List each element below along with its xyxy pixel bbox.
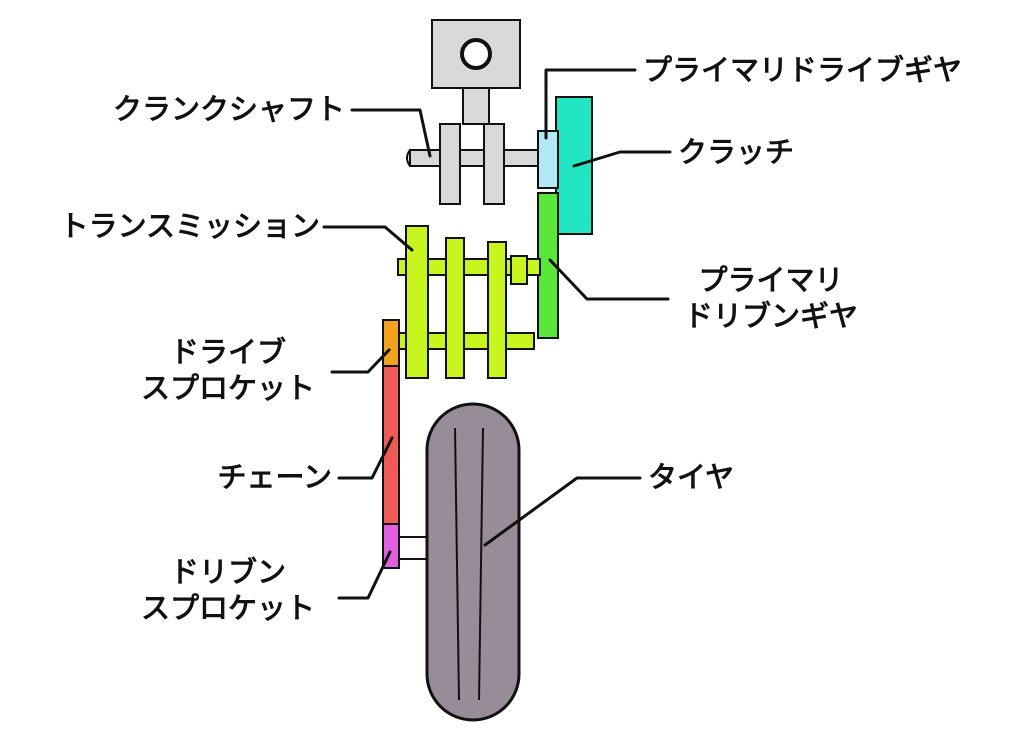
leader-driven-sprocket: [337, 550, 392, 600]
tire-tread-1: [454, 427, 460, 701]
crank-web-right: [483, 123, 505, 205]
tire-tread-2: [478, 427, 484, 701]
leader-primary-driven-gear: [548, 258, 670, 301]
primary-drive-gear: [537, 130, 559, 189]
leader-tire: [483, 476, 642, 547]
transmission-gear-3: [487, 241, 507, 379]
chain: [382, 365, 400, 525]
crankshaft-end-cut: [406, 149, 411, 167]
label-primary-drive-gear: プライマリドライブギヤ: [643, 53, 963, 87]
label-tire: タイヤ: [648, 460, 735, 494]
leader-transmission: [322, 225, 414, 252]
label-driven-sprocket: ドリブン スプロケット: [128, 554, 328, 627]
label-drive-sprocket: ドライブ スプロケット: [128, 334, 328, 407]
label-primary-driven-gear-line2: ドリブンギヤ: [683, 299, 858, 334]
label-primary-driven-gear-line1: プライマリ: [698, 263, 844, 297]
label-drive-sprocket-line2: スプロケット: [140, 371, 315, 406]
drive-sprocket: [382, 319, 400, 367]
label-driven-sprocket-line1: ドリブン: [169, 555, 286, 589]
rear-axle: [398, 536, 430, 560]
leader-primary-drive-gear: [544, 68, 637, 140]
label-clutch: クラッチ: [678, 135, 795, 169]
connecting-rod: [462, 87, 490, 125]
transmission-gear-1: [405, 225, 429, 379]
label-primary-driven-gear: プライマリ ドリブンギヤ: [676, 262, 866, 335]
piston-pin: [460, 38, 492, 70]
label-transmission: トランスミッション: [59, 209, 320, 243]
transmission-gear-4: [510, 255, 528, 285]
tire: [425, 402, 521, 722]
label-crankshaft: クランクシャフト: [112, 92, 345, 126]
crank-web-left: [439, 123, 461, 205]
leader-chain: [337, 436, 394, 480]
label-driven-sprocket-line2: スプロケット: [140, 591, 315, 626]
leader-clutch: [572, 150, 672, 168]
transmission-gear-2: [445, 237, 465, 379]
label-drive-sprocket-line1: ドライブ: [169, 335, 286, 369]
leader-crankshaft: [350, 108, 432, 158]
leader-drive-sprocket: [330, 348, 391, 374]
label-chain: チェーン: [217, 460, 332, 494]
